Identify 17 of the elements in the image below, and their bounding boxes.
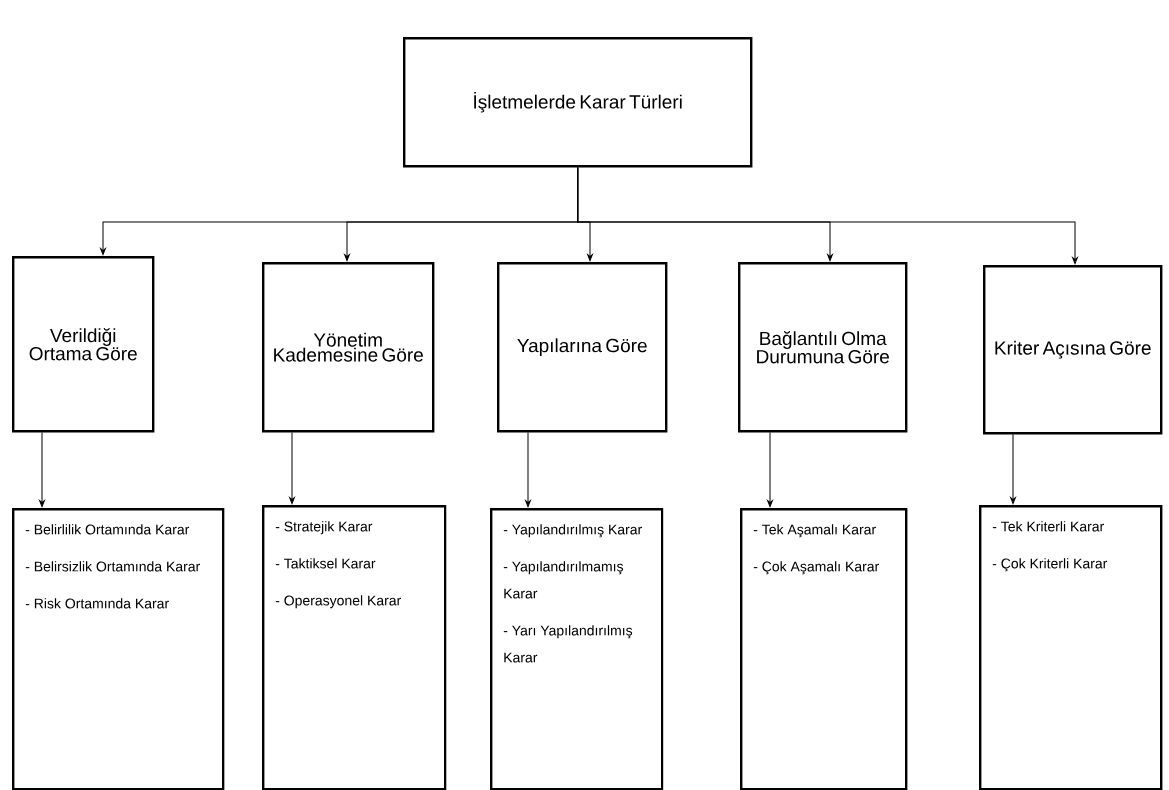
list-box: - Stratejik Karar - Taktiksel Karar - Operasyonel Karar bbox=[262, 505, 447, 790]
category-box: Yapılarına Göre bbox=[497, 262, 668, 433]
root-box: İşletmelerde Karar Türleri bbox=[403, 37, 753, 168]
list-box: - Yapılandırılmış Karar - Yapılandırılmamış Karar - Yarı Yapılandırılmış Karar bbox=[490, 508, 664, 790]
arrow bbox=[39, 431, 45, 508]
arrow bbox=[525, 431, 531, 508]
list-box: - Belirlilik Ortamında Karar - Belirsizlik Ortamında Karar - Risk Ortamında Karar bbox=[12, 508, 225, 790]
list-box: - Tek Aşamalı Karar - Çok Aşamalı Karar bbox=[740, 508, 908, 790]
category-box: Yönetim Kademesine Göre bbox=[262, 262, 435, 433]
list-box: - Tek Kriterli Karar - Çok Kriterli Karar bbox=[979, 505, 1163, 790]
category-box: Bağlantılı Olma Durumuna Göre bbox=[738, 262, 908, 433]
arrow bbox=[289, 431, 295, 505]
category-box: Kriter Açısına Göre bbox=[983, 265, 1163, 435]
category-box: Verildiği Ortama Göre bbox=[12, 256, 155, 433]
arrow bbox=[1010, 433, 1016, 505]
arrow bbox=[767, 431, 773, 508]
arrow bbox=[577, 166, 1078, 265]
